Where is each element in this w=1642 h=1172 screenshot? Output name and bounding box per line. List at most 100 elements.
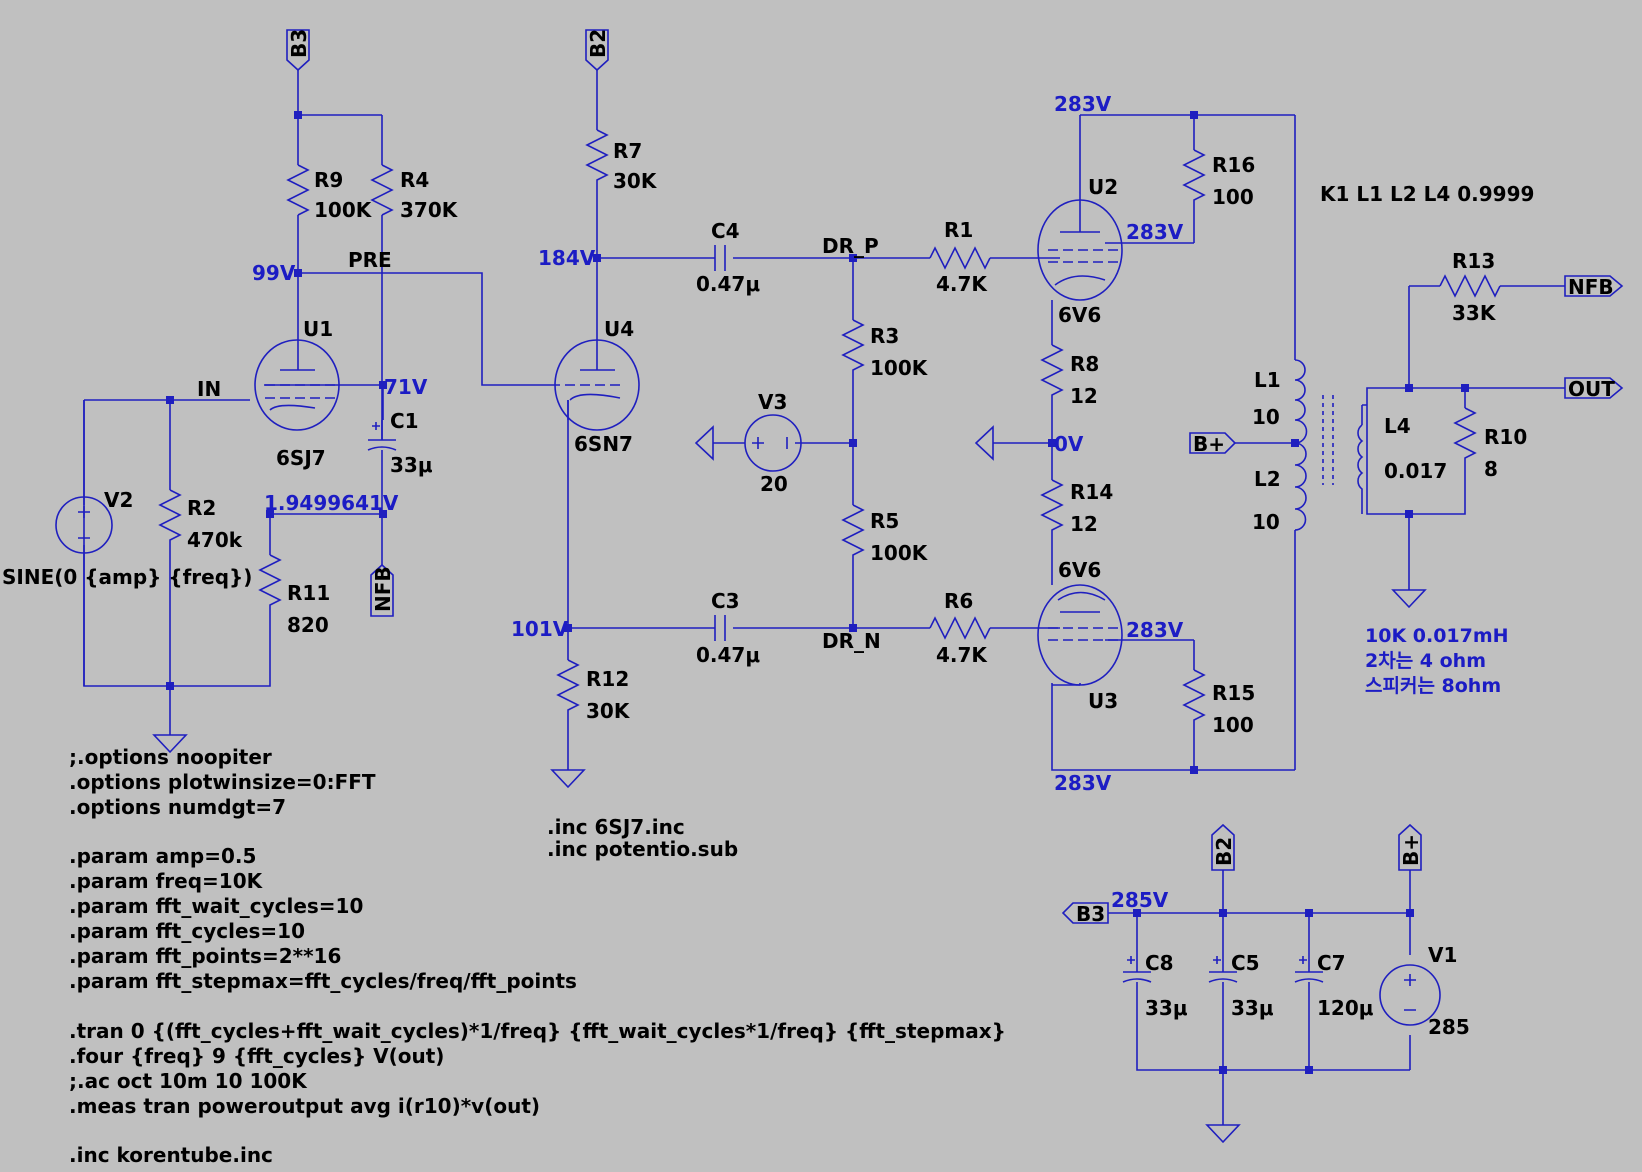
u3-envelope [1037,584,1123,686]
port-bplus-supply-label: B+ [1399,834,1423,866]
port-b3-top-label: B3 [287,29,311,58]
port-labels: B3 B2 NFB NFB OUT B+ B2 B+ B3 [287,29,1615,926]
u4-name: U4 [604,317,634,341]
l4-coil [1357,424,1364,514]
r16-symbol [1182,149,1206,210]
v3-symbol [744,414,802,472]
r4-value: 370K [400,198,459,222]
r13-name: R13 [1452,249,1495,273]
directive-line: ;.options noopiter [69,745,272,769]
note-line: 10K 0.017mH [1365,625,1509,647]
port-b3-supply [1061,902,1109,924]
port-nfb-out-label: NFB [1568,275,1614,299]
c4-value: 0.47μ [696,272,760,296]
r2-symbol [158,489,182,555]
v1-symbol [1379,964,1441,1026]
u2-value: 6V6 [1058,303,1101,327]
ground-icon [694,425,714,461]
l1-value: 10 [1252,405,1280,429]
r8-symbol [1040,344,1064,410]
v2-name: V2 [104,488,133,512]
r15-value: 100 [1212,713,1254,737]
port-bplus-supply [1398,823,1422,871]
c4-symbol [714,245,726,271]
tube-symbols [254,199,1123,686]
annotation-notes: 10K 0.017mH 2차는 4 ohm 스피커는 8ohm [1365,625,1509,697]
r6-name: R6 [944,589,973,613]
u1-value: 6SJ7 [276,446,326,470]
r11-value: 820 [287,613,329,637]
r1-symbol [929,246,991,270]
voltage-285v: 285V [1111,888,1169,912]
voltage-283v-u3: 283V [1126,618,1184,642]
u1-envelope [254,339,340,431]
net-pre: PRE [348,248,392,272]
r1-name: R1 [944,218,973,242]
l2-value: 10 [1252,510,1280,534]
port-b3-supply-label: B3 [1076,902,1105,926]
r9-symbol [286,164,310,216]
c1-name: C1 [390,409,419,433]
r3-value: 100K [870,356,929,380]
r14-symbol [1040,479,1064,545]
r10-name: R10 [1484,425,1527,449]
net-dr-n: DR_N [822,629,881,653]
port-out-label: OUT [1568,377,1615,401]
r12-value: 30K [586,699,631,723]
port-nfb-out [1564,275,1624,297]
directive-line: .inc korentube.inc [69,1143,273,1167]
u3-value: 6V6 [1058,558,1101,582]
directive-line: .tran 0 {(fft_cycles+fft_wait_cycles)*1/… [69,1019,1006,1043]
port-b2-supply-label: B2 [1212,837,1236,866]
r7-name: R7 [613,139,642,163]
r2-value: 470k [187,528,243,552]
note-line: 스피커는 8ohm [1365,675,1501,697]
voltage-184v: 184V [538,246,596,270]
r12-symbol [556,659,580,720]
c5-name: C5 [1231,951,1260,975]
l4-value: 0.017 [1384,459,1447,483]
voltage-101v: 101V [511,617,569,641]
coupling-directive: K1 L1 L2 L4 0.9999 [1320,182,1534,206]
l2-name: L2 [1254,467,1281,491]
directive-line: .param fft_stepmax=fft_cycles/freq/fft_p… [69,969,577,993]
transformer-symbol [1294,359,1364,531]
v1-name: V1 [1428,943,1457,967]
r4-name: R4 [400,168,429,192]
r11-name: R11 [287,581,330,605]
directive-line: .options numdgt=7 [69,795,286,819]
c8-value: 33μ [1145,996,1188,1020]
source-symbols [55,414,1441,1026]
port-b2-top [585,29,609,72]
c7-name: C7 [1317,951,1346,975]
r13-value: 33K [1452,301,1497,325]
r5-symbol [841,504,865,565]
voltage-283v-top: 283V [1054,92,1112,116]
note-line: 2차는 4 ohm [1365,650,1486,672]
v2-symbol [55,496,113,554]
directive-line: .param fft_points=2**16 [69,944,341,968]
c3-symbol [714,615,726,641]
junction-dots [166,111,1469,1074]
r7-value: 30K [613,169,658,193]
u3-name: U3 [1088,689,1118,713]
c8-name: C8 [1145,951,1174,975]
directive-line: .inc 6SJ7.inc [547,815,685,839]
r9-name: R9 [314,168,343,192]
r5-value: 100K [870,541,929,565]
r8-name: R8 [1070,352,1099,376]
r10-value: 8 [1484,457,1498,481]
port-b2-supply [1211,823,1235,871]
r16-value: 100 [1212,185,1254,209]
port-bplus-tx-label: B+ [1193,432,1225,456]
spice-directives: ;.options noopiter .options plotwinsize=… [69,745,1006,1167]
ground-icon [1391,589,1427,609]
port-bplus-tx [1189,432,1237,454]
directive-line: .param freq=10K [69,869,264,893]
v2-value: SINE(0 {amp} {freq}) [2,565,252,589]
wires [83,70,1565,1125]
voltage-labels: 99V 71V 1.9499641V 184V 101V 283V 283V 0… [252,92,1184,912]
directive-line: .inc potentio.sub [547,837,738,861]
